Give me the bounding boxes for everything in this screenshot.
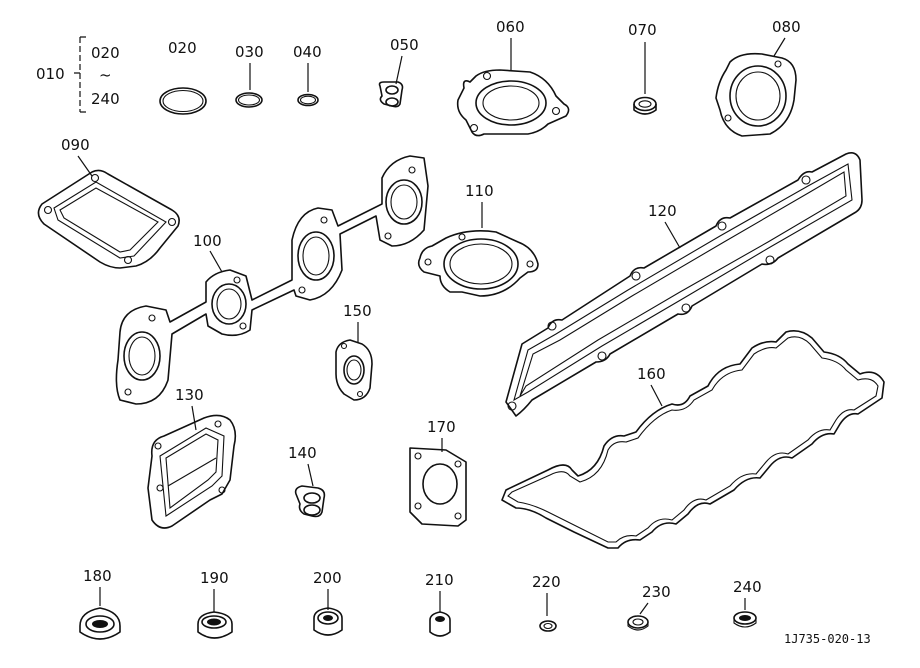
label-120: 120 [648,202,677,220]
label-210: 210 [425,571,454,589]
label-220: 220 [532,573,561,591]
label-030: 030 [235,43,264,61]
label-100: 100 [193,232,222,250]
label-090: 090 [61,136,90,154]
label-010-range-start: 020 [91,44,120,62]
part-180-oil-seal: 180 [79,567,121,640]
part-190-oil-seal: 190 [197,569,233,639]
part-200-oil-seal: 200 [313,569,343,636]
part-210-valve-stem-seal: 210 [425,571,454,637]
part-010-kit-bracket: 010 020 ~ 240 [36,36,120,113]
part-160-large-gasket: 160 [501,330,885,549]
label-130: 130 [175,386,204,404]
label-180: 180 [83,567,112,585]
label-010: 010 [36,65,65,83]
part-030-o-ring: 030 [235,43,264,108]
part-050-washer: 050 [378,36,419,108]
part-040-o-ring: 040 [293,43,322,107]
part-170-square-gasket: 170 [409,418,467,527]
label-050: 050 [390,36,419,54]
part-120-long-gasket: 120 [505,152,863,417]
label-070: 070 [628,21,657,39]
label-020: 020 [168,39,197,57]
part-100-manifold-gasket: 100 [115,155,429,405]
label-110: 110 [465,182,494,200]
part-020-o-ring: 020 [159,39,207,115]
part-080-flange-gasket: 080 [715,18,801,137]
label-190: 190 [200,569,229,587]
drawing-code: 1J735-020-13 [784,632,871,646]
label-010-range-tilde: ~ [99,66,112,84]
label-150: 150 [343,302,372,320]
label-230: 230 [642,583,671,601]
part-110-flange-gasket: 110 [417,182,539,297]
part-130-gasket: 130 [147,386,237,529]
part-090-gasket: 090 [37,136,180,269]
label-040: 040 [293,43,322,61]
part-140-washer: 140 [288,444,326,518]
label-080: 080 [772,18,801,36]
label-170: 170 [427,418,456,436]
part-060-flange-gasket: 060 [456,18,570,137]
part-240-washer: 240 [733,578,762,628]
label-240: 240 [733,578,762,596]
part-150-small-gasket: 150 [335,302,373,401]
label-200: 200 [313,569,342,587]
label-060: 060 [496,18,525,36]
label-160: 160 [637,365,666,383]
label-140: 140 [288,444,317,462]
label-010-range-end: 240 [91,90,120,108]
part-220-small-washer: 220 [532,573,561,632]
part-230-washer: 230 [627,583,671,631]
part-070-washer: 070 [628,21,657,115]
